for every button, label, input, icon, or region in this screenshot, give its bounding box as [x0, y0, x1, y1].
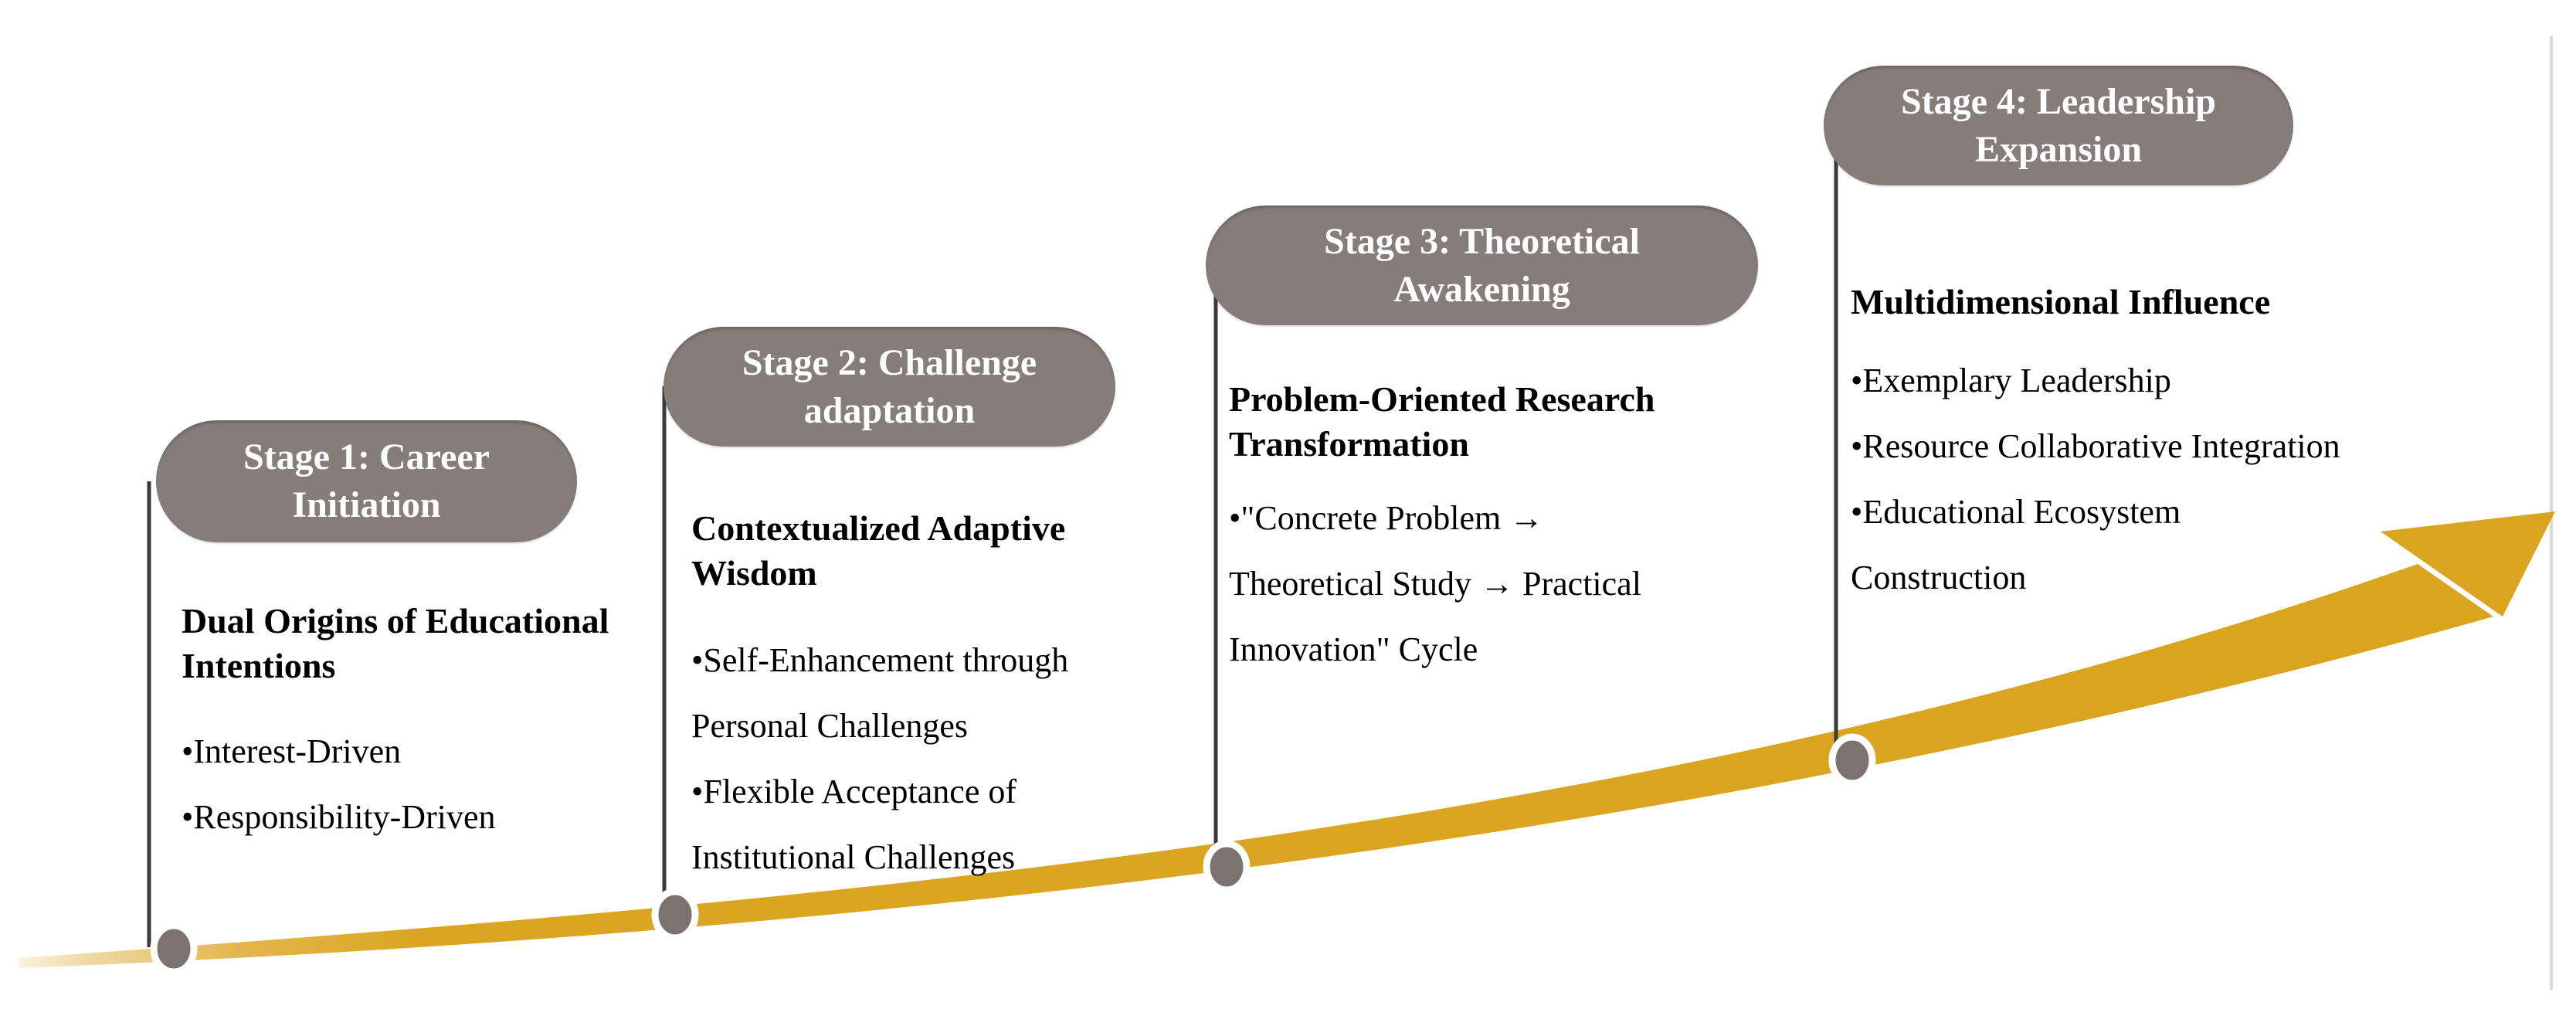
- stage4-pill-title-line2: Expansion: [1974, 128, 2143, 170]
- stage4-pill: Stage 4: Leadership Expansion: [1824, 66, 2293, 185]
- stage3-heading: Problem-Oriented Research Transformation: [1229, 379, 1655, 464]
- stage1-pill-title-line2: Initiation: [292, 484, 441, 525]
- stage1-marker-dot-icon: [150, 922, 198, 976]
- stage1-pill: Stage 1: Career Initiation: [156, 420, 577, 542]
- stage4-marker-dot-icon: [1828, 733, 1876, 787]
- stage3-marker-dot-icon: [1203, 840, 1251, 894]
- stage2-bullet-item: Institutional Challenges: [691, 838, 1016, 876]
- stage2-bullet-item: •Self-Enhancement through: [691, 641, 1069, 679]
- stage3-pill-title-line2: Awakening: [1393, 268, 1570, 310]
- stage2-pill: Stage 2: Challenge adaptation: [664, 327, 1115, 447]
- stage3-bullet-item: Theoretical Study → Practical: [1229, 565, 1641, 603]
- stage2-pill-title-line2: adaptation: [803, 389, 976, 431]
- stage2-pill-title-line1: Stage 2: Challenge: [742, 341, 1037, 383]
- stage2-bullet-item: •Flexible Acceptance of: [691, 773, 1017, 810]
- stage4-heading: Multidimensional Influence: [1851, 282, 2271, 321]
- stage3-pill: Stage 3: Theoretical Awakening: [1206, 206, 1758, 325]
- stage4-bullet-list: •Exemplary Leadership •Resource Collabor…: [1851, 348, 2340, 610]
- stage1-bullet-item: •Responsibility-Driven: [182, 798, 496, 836]
- arrowhead-icon: [2381, 511, 2555, 617]
- stage3-bullet-item: Innovation" Cycle: [1229, 630, 1478, 668]
- stage2-bullet-item: Personal Challenges: [691, 707, 969, 745]
- stage1-pill-title-line1: Stage 1: Career: [243, 437, 490, 477]
- stage2-marker-dot-icon: [651, 888, 699, 942]
- stage4-pill-title-line1: Stage 4: Leadership: [1901, 80, 2216, 122]
- stage4-bullet-item: Construction: [1851, 559, 2027, 596]
- stage4-bullet-item: •Exemplary Leadership: [1851, 362, 2171, 399]
- stage1-bullet-list: •Interest-Driven •Responsibility-Driven: [182, 719, 495, 850]
- stage3-pill-title-line1: Stage 3: Theoretical: [1324, 220, 1640, 262]
- stage4-bullet-item: •Educational Ecosystem: [1851, 493, 2181, 531]
- stage3-bullet-list: •"Concrete Problem → Theoretical Study →…: [1229, 485, 1641, 682]
- stage1-heading: Dual Origins of Educational Intentions: [182, 601, 609, 685]
- stage2-bullet-list: •Self-Enhancement through Personal Chall…: [691, 627, 1068, 890]
- stage2-heading: Contextualized Adaptive Wisdom: [691, 508, 1066, 593]
- stage4-bullet-item: •Resource Collaborative Integration: [1851, 427, 2340, 465]
- stage1-bullet-item: •Interest-Driven: [182, 732, 402, 770]
- stage3-bullet-item: •"Concrete Problem →: [1229, 499, 1544, 537]
